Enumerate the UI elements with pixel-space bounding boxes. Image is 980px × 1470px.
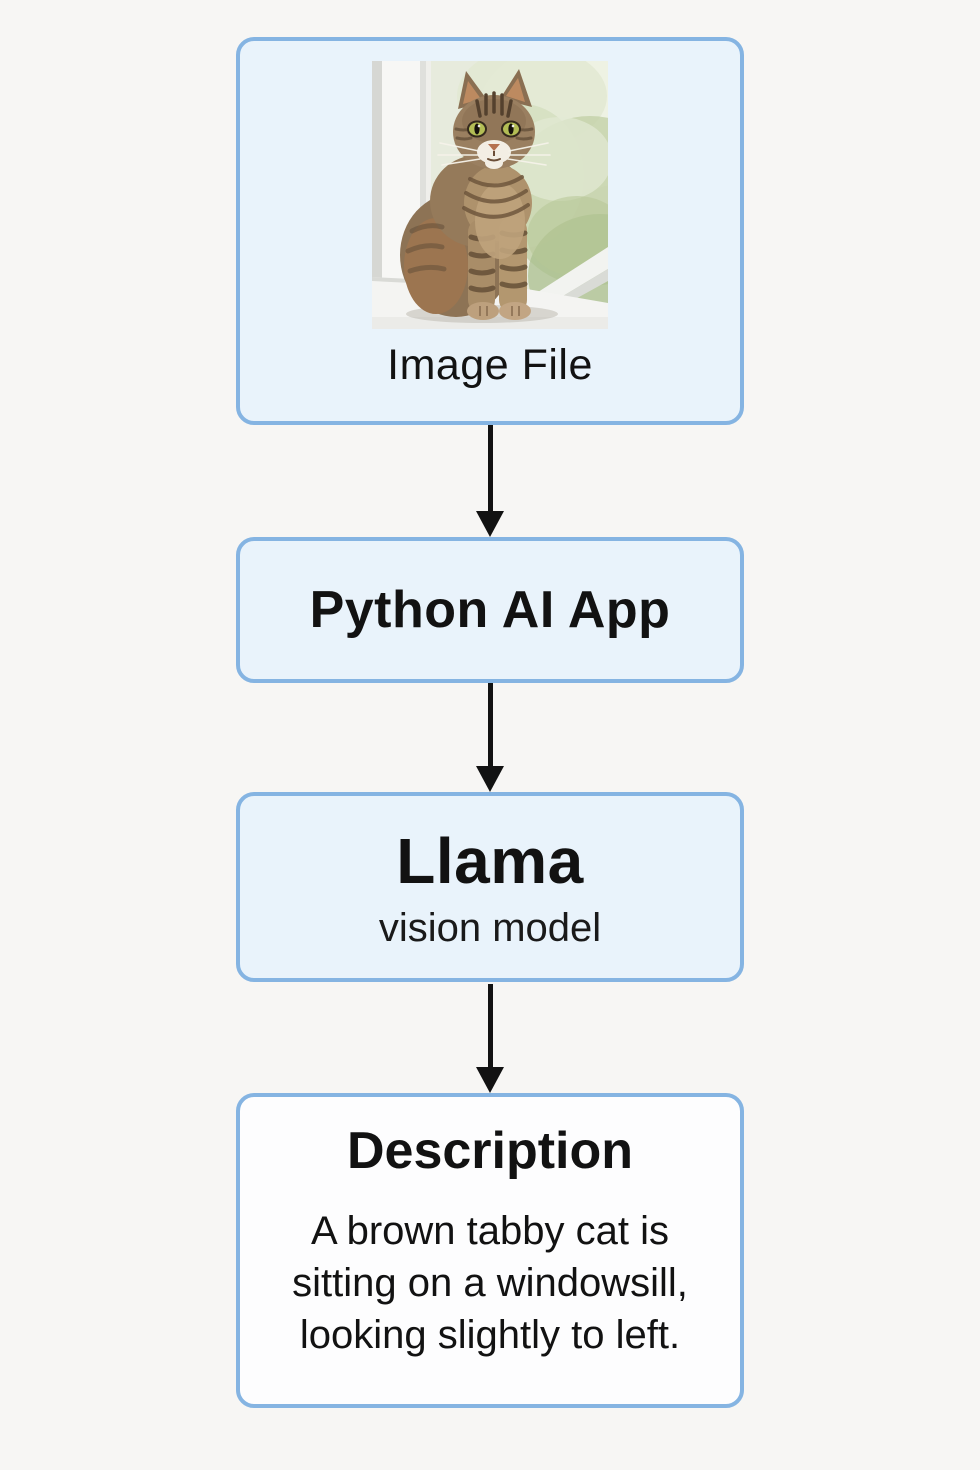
llama-subtitle: vision model — [378, 905, 602, 950]
flow-arrow-1 — [236, 425, 744, 537]
python-app-label: Python AI App — [309, 581, 671, 639]
description-text: A brown tabby cat is sitting on a window… — [292, 1209, 688, 1357]
cat-photo-illustration — [372, 61, 608, 329]
flow-arrow-3 — [236, 984, 744, 1093]
arrow-head-down-icon — [476, 1067, 504, 1093]
arrow-stem — [487, 683, 493, 766]
arrow-stem — [487, 425, 493, 511]
description-title: Description — [346, 1122, 634, 1180]
flow-node-llama: Llama vision model — [236, 792, 744, 982]
arrow-head-down-icon — [476, 766, 504, 792]
flow-node-image-file: Image File — [236, 37, 744, 425]
cat-photo — [372, 61, 608, 329]
flow-node-description: Description A brown tabby cat is sitting… — [236, 1093, 744, 1408]
image-file-label: Image File — [387, 341, 593, 389]
flow-node-python-ai-app: Python AI App — [236, 537, 744, 683]
arrow-stem — [487, 984, 493, 1067]
flow-arrow-2 — [236, 683, 744, 792]
arrow-head-down-icon — [476, 511, 504, 537]
llama-title: Llama — [396, 824, 584, 897]
